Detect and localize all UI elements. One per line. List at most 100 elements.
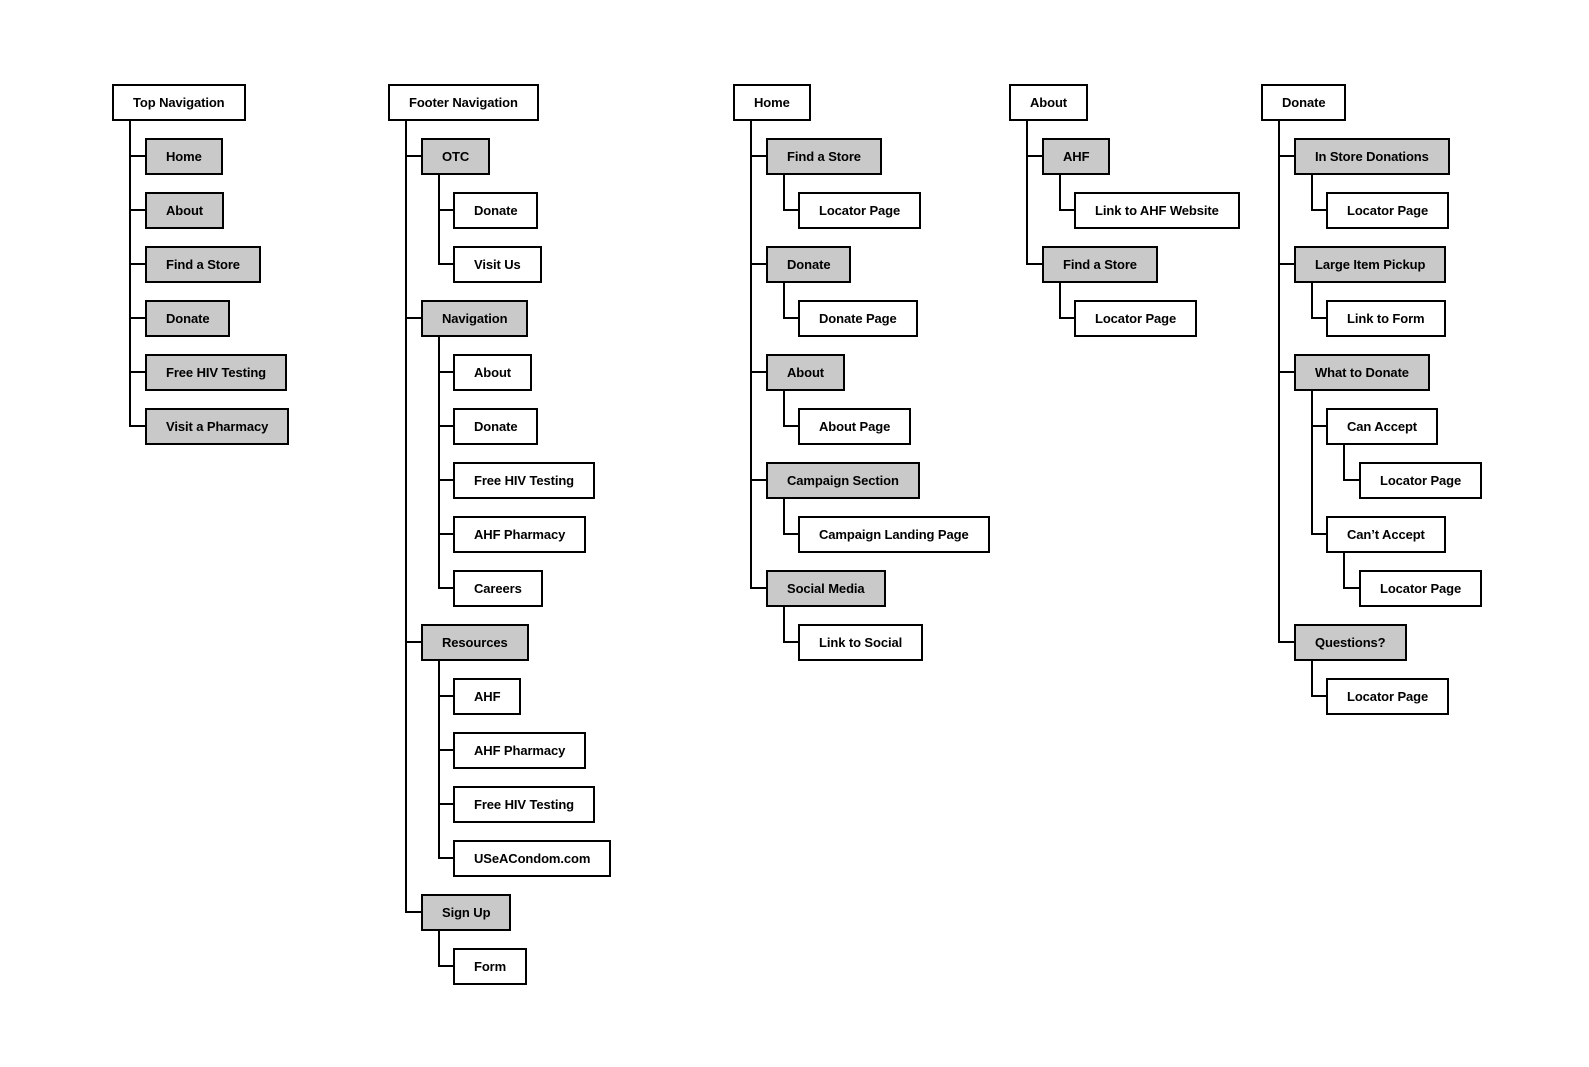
node-campaign-landing-page: Campaign Landing Page <box>798 516 990 553</box>
node-donate-page: Donate Page <box>798 300 918 337</box>
node-donate: Donate <box>453 408 539 445</box>
node-locator-page: Locator Page <box>1359 462 1483 499</box>
node-free-hiv-testing: Free HIV Testing <box>145 354 288 391</box>
node-label: AHF <box>1063 149 1090 164</box>
node-in-store-donations: In Store Donations <box>1294 138 1450 175</box>
node-donate: Donate <box>1261 84 1347 121</box>
node-label: Resources <box>442 635 508 650</box>
connector-stub <box>1278 155 1294 157</box>
node-otc: OTC <box>421 138 491 175</box>
connector-vertical <box>1311 391 1313 535</box>
connector-stub <box>1343 587 1359 589</box>
connector-stub <box>438 209 453 211</box>
node-locator-page: Locator Page <box>1359 570 1483 607</box>
node-label: About <box>474 365 512 380</box>
node-label: Donate <box>474 203 518 218</box>
node-label: Can Accept <box>1347 419 1418 434</box>
connector-vertical <box>438 661 440 859</box>
connector-stub <box>438 965 453 967</box>
node-label: Navigation <box>442 311 508 326</box>
node-label: AHF <box>474 689 501 704</box>
node-label: Can’t Accept <box>1347 527 1425 542</box>
connector-stub <box>1343 479 1359 481</box>
connector-stub <box>783 209 798 211</box>
node-label: Free HIV Testing <box>166 365 267 380</box>
node-find-a-store: Find a Store <box>766 138 882 175</box>
connector-vertical <box>1311 283 1313 319</box>
node-label: Locator Page <box>1095 311 1177 326</box>
node-label: Locator Page <box>1347 689 1429 704</box>
connector-vertical <box>750 121 752 589</box>
node-resources: Resources <box>421 624 529 661</box>
node-campaign-section: Campaign Section <box>766 462 920 499</box>
node-label: About <box>166 203 204 218</box>
connector-stub <box>438 263 453 265</box>
node-label: Questions? <box>1315 635 1386 650</box>
node-label: Form <box>474 959 507 974</box>
connector-stub <box>1311 533 1326 535</box>
connector-stub <box>129 263 145 265</box>
connector-stub <box>783 641 798 643</box>
connector-stub <box>438 533 453 535</box>
connector-stub <box>129 371 145 373</box>
node-label: Visit Us <box>474 257 521 272</box>
node-label: About <box>787 365 825 380</box>
connector-vertical <box>1059 283 1061 319</box>
connector-stub <box>405 155 421 157</box>
connector-stub <box>438 749 453 751</box>
node-donate: Donate <box>453 192 539 229</box>
connector-stub <box>129 209 145 211</box>
node-label: Find a Store <box>166 257 240 272</box>
node-label: About <box>1030 95 1068 110</box>
node-link-to-ahf-website: Link to AHF Website <box>1074 192 1240 229</box>
node-ahf: AHF <box>453 678 522 715</box>
node-label: Link to Form <box>1347 311 1425 326</box>
connector-vertical <box>783 391 785 427</box>
connector-vertical <box>438 931 440 967</box>
node-label: Home <box>166 149 202 164</box>
node-home: Home <box>733 84 811 121</box>
connector-stub <box>750 263 766 265</box>
node-label: Visit a Pharmacy <box>166 419 269 434</box>
connector-stub <box>750 371 766 373</box>
node-label: Donate <box>1282 95 1326 110</box>
connector-vertical <box>1343 553 1345 589</box>
node-visit-us: Visit Us <box>453 246 542 283</box>
connector-stub <box>1026 263 1042 265</box>
connector-stub <box>129 425 145 427</box>
node-donate: Donate <box>766 246 852 283</box>
node-donate: Donate <box>145 300 231 337</box>
node-can-t-accept: Can’t Accept <box>1326 516 1446 553</box>
connector-vertical <box>438 175 440 265</box>
node-label: Home <box>754 95 790 110</box>
node-label: Donate Page <box>819 311 897 326</box>
node-about: About <box>766 354 846 391</box>
node-label: Sign Up <box>442 905 491 920</box>
connector-vertical <box>405 121 407 913</box>
node-useacondom-com: USeACondom.com <box>453 840 612 877</box>
connector-stub <box>438 425 453 427</box>
connector-stub <box>1311 317 1326 319</box>
connector-stub <box>783 533 798 535</box>
node-free-hiv-testing: Free HIV Testing <box>453 786 596 823</box>
connector-stub <box>1311 425 1326 427</box>
node-large-item-pickup: Large Item Pickup <box>1294 246 1447 283</box>
node-about: About <box>453 354 533 391</box>
connector-vertical <box>1278 121 1280 643</box>
node-label: About Page <box>819 419 891 434</box>
connector-stub <box>1059 209 1074 211</box>
node-label: AHF Pharmacy <box>474 743 566 758</box>
node-find-a-store: Find a Store <box>1042 246 1158 283</box>
connector-vertical <box>438 337 440 589</box>
node-label: OTC <box>442 149 470 164</box>
connector-vertical <box>1026 121 1028 265</box>
node-link-to-social: Link to Social <box>798 624 924 661</box>
connector-stub <box>438 803 453 805</box>
node-questions: Questions? <box>1294 624 1407 661</box>
connector-stub <box>438 695 453 697</box>
connector-vertical <box>1311 661 1313 697</box>
connector-vertical <box>783 283 785 319</box>
connector-stub <box>783 317 798 319</box>
connector-stub <box>1311 209 1326 211</box>
